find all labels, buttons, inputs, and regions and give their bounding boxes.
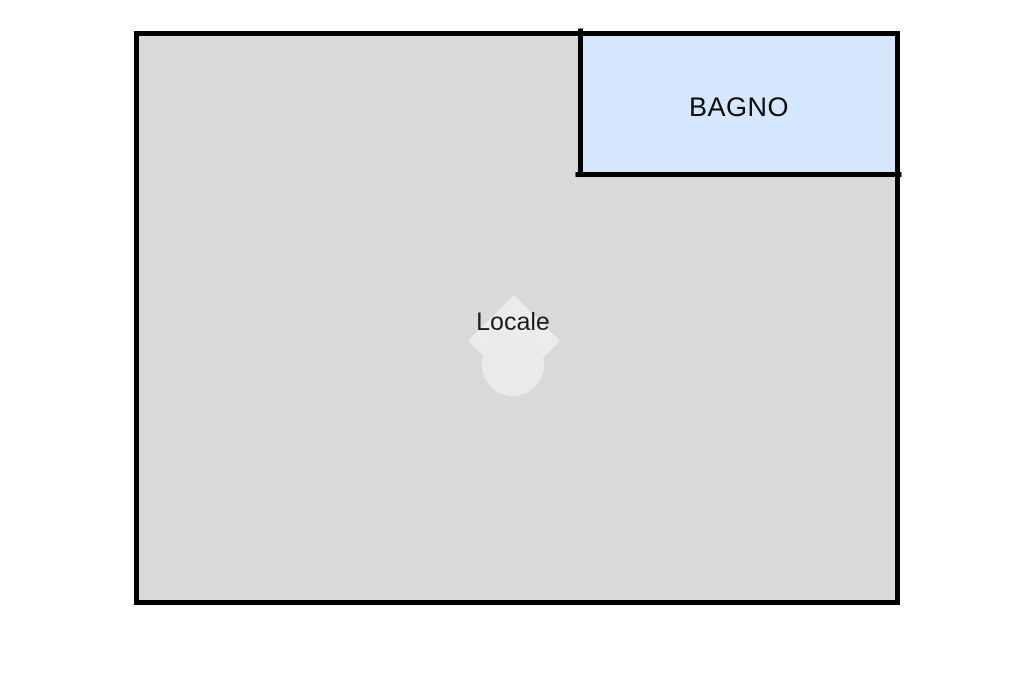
room-shape-bagno[interactable] — [580, 32, 896, 173]
room-label-locale: Locale — [476, 308, 550, 336]
circle-watermark-shape — [482, 334, 544, 396]
room-label-bagno: BAGNO — [688, 92, 790, 122]
diamond-circle-watermark — [468, 295, 560, 396]
wall-outer-perimeter — [134, 31, 900, 605]
